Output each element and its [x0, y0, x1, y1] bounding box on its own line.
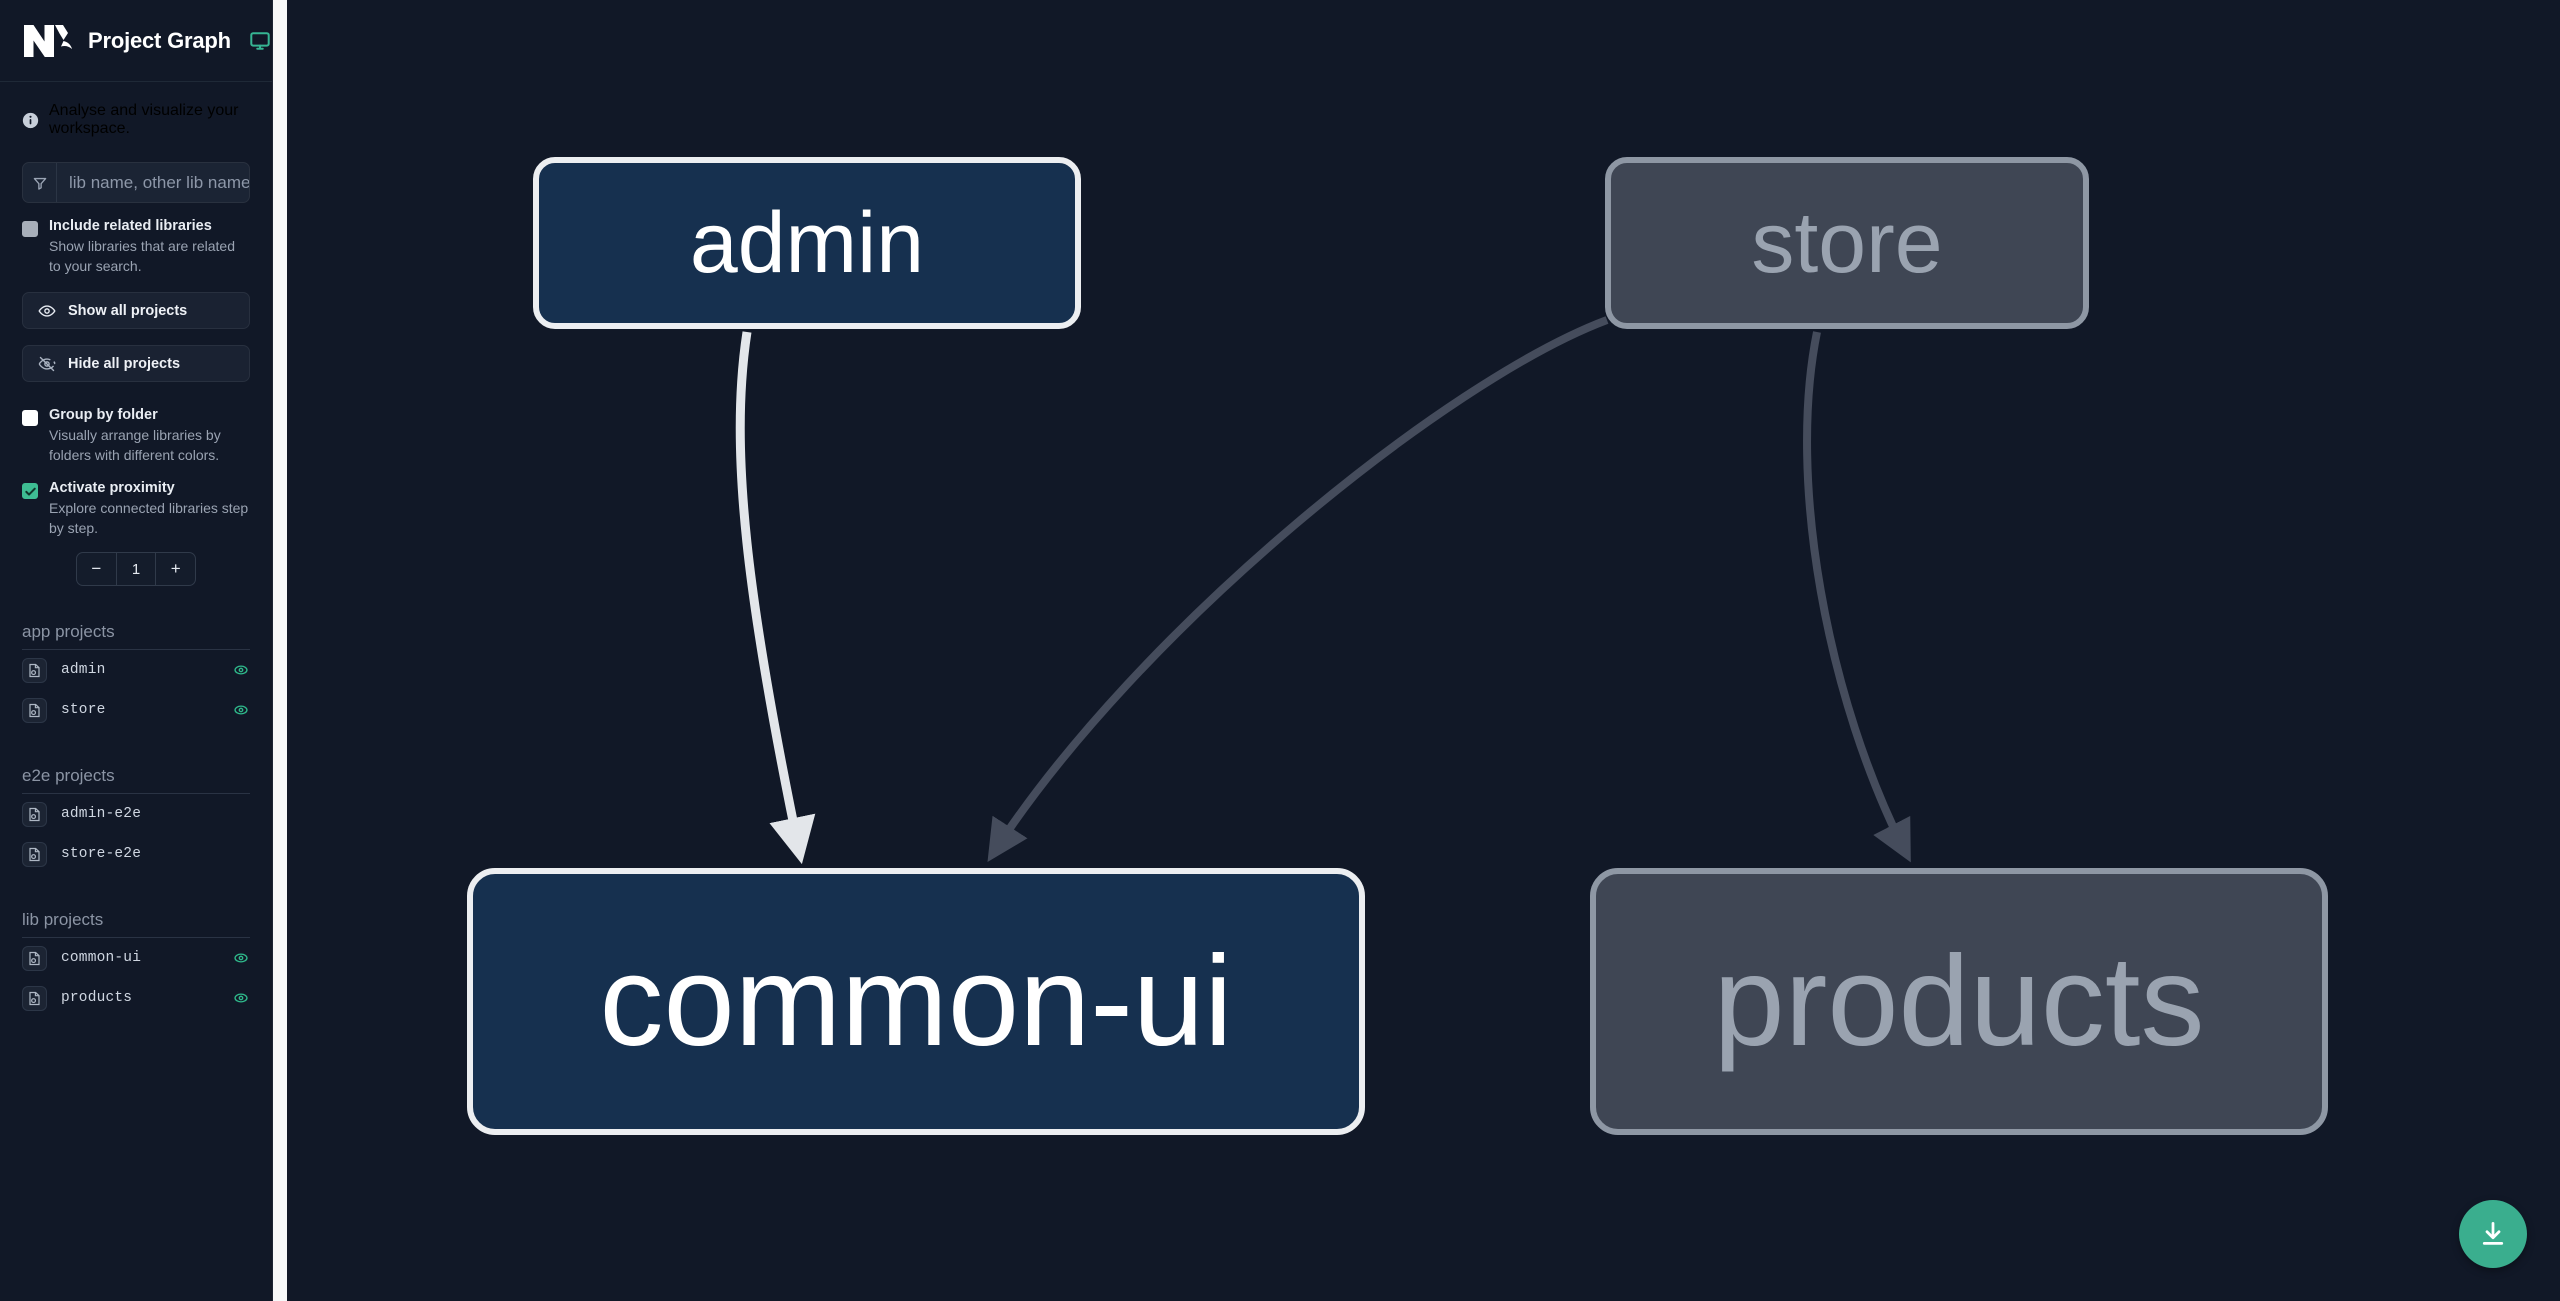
- option-group-by-folder[interactable]: Group by folder Visually arrange librari…: [0, 382, 272, 465]
- show-all-projects-button[interactable]: Show all projects: [22, 292, 250, 329]
- option-include-related-libraries[interactable]: Include related libraries Show libraries…: [0, 203, 272, 276]
- project-visibility-toggle[interactable]: [232, 949, 250, 967]
- search-input[interactable]: [57, 163, 249, 202]
- project-file-icon: [22, 801, 47, 827]
- graph-canvas[interactable]: admin store common-ui products: [287, 0, 2560, 1301]
- option-label: Group by folder: [49, 407, 158, 423]
- tagline: Analyse and visualize your workspace.: [0, 82, 272, 138]
- project-name: store: [61, 702, 106, 718]
- project-row-products[interactable]: products: [22, 978, 250, 1018]
- section-lib-projects: lib projects common-ui: [0, 874, 272, 1018]
- graph-node-label: products: [1713, 930, 2205, 1073]
- filter-icon: [23, 163, 57, 202]
- tagline-text: Analyse and visualize your workspace.: [49, 102, 239, 137]
- project-visibility-toggle[interactable]: [232, 661, 250, 679]
- section-app-projects: app projects admin: [0, 586, 272, 730]
- eye-icon: [38, 302, 56, 320]
- project-row-admin[interactable]: admin: [22, 650, 250, 690]
- search-field[interactable]: [22, 162, 250, 203]
- project-row-admin-e2e[interactable]: admin-e2e: [22, 794, 250, 834]
- download-graph-button[interactable]: [2459, 1200, 2527, 1268]
- option-label: Activate proximity: [49, 480, 175, 496]
- edge-admin-common-ui: [735, 331, 816, 865]
- project-name: admin: [61, 662, 106, 678]
- project-file-icon: [22, 985, 47, 1011]
- project-row-store-e2e[interactable]: store-e2e: [22, 834, 250, 874]
- graph-node-label: admin: [689, 194, 925, 291]
- option-description: Show libraries that are related to your …: [49, 238, 235, 274]
- proximity-decrement-button[interactable]: −: [77, 553, 117, 585]
- project-row-common-ui[interactable]: common-ui: [22, 938, 250, 978]
- hide-all-projects-button[interactable]: Hide all projects: [22, 345, 250, 382]
- proximity-increment-button[interactable]: +: [170, 559, 181, 578]
- checkbox-include-related-libraries[interactable]: [22, 221, 38, 237]
- graph-node-label: store: [1751, 194, 1943, 291]
- info-icon: [22, 112, 39, 129]
- edge-store-common-ui: [987, 316, 1609, 862]
- checkbox-group-by-folder[interactable]: [22, 410, 38, 426]
- section-e2e-projects: e2e projects admin-e2e: [0, 730, 272, 874]
- graph-node-label: common-ui: [599, 930, 1233, 1073]
- show-all-projects-label: Show all projects: [68, 302, 188, 319]
- option-activate-proximity[interactable]: Activate proximity Explore connected lib…: [0, 465, 272, 538]
- project-name: products: [61, 990, 133, 1006]
- proximity-stepper[interactable]: − 1 +: [76, 552, 196, 586]
- option-description: Explore connected libraries step by step…: [49, 500, 249, 536]
- graph-node-admin[interactable]: admin: [533, 157, 1081, 329]
- download-icon: [2478, 1219, 2508, 1249]
- project-visibility-toggle[interactable]: [232, 701, 250, 719]
- option-description: Visually arrange libraries by folders wi…: [49, 427, 221, 463]
- graph-node-common-ui[interactable]: common-ui: [467, 868, 1365, 1135]
- hide-all-projects-label: Hide all projects: [68, 355, 181, 372]
- graph-node-products[interactable]: products: [1590, 868, 2328, 1135]
- edge-store-products: [1803, 331, 1911, 863]
- sidebar: Project Graph Analyse and visualize your…: [0, 0, 273, 1301]
- project-file-icon: [22, 657, 47, 683]
- monitor-icon[interactable]: [249, 30, 271, 52]
- project-visibility-toggle[interactable]: [232, 989, 250, 1007]
- checkbox-activate-proximity[interactable]: [22, 483, 38, 499]
- nx-logo-icon: [22, 21, 74, 61]
- project-name: admin-e2e: [61, 806, 142, 822]
- sidebar-resize-handle[interactable]: [273, 0, 287, 1301]
- proximity-value: 1: [117, 553, 157, 585]
- eye-off-icon: [38, 355, 56, 373]
- section-title: app projects: [22, 586, 250, 650]
- project-name: store-e2e: [61, 846, 142, 862]
- project-file-icon: [22, 841, 47, 867]
- page-title: Project Graph: [88, 27, 231, 53]
- project-file-icon: [22, 697, 47, 723]
- graph-node-store[interactable]: store: [1605, 157, 2089, 329]
- project-row-store[interactable]: store: [22, 690, 250, 730]
- sidebar-header: Project Graph: [0, 0, 272, 82]
- option-label: Include related libraries: [49, 218, 212, 234]
- graph-edges: [735, 316, 1911, 865]
- section-title: lib projects: [22, 874, 250, 938]
- project-name: common-ui: [61, 950, 142, 966]
- project-file-icon: [22, 945, 47, 971]
- section-title: e2e projects: [22, 730, 250, 794]
